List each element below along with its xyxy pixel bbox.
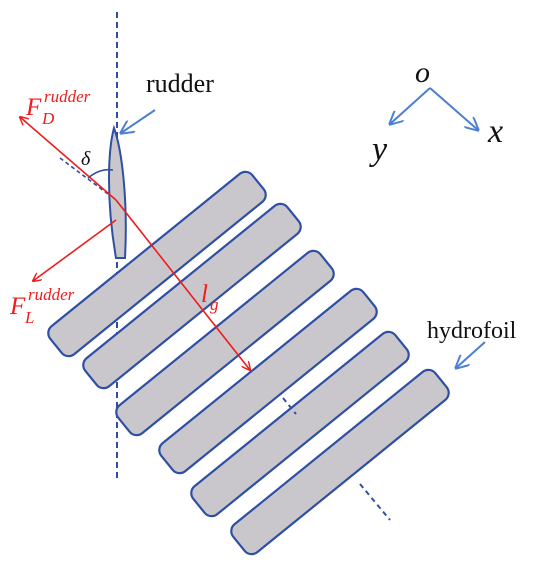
lift-force-sup: rudder xyxy=(28,285,75,304)
hydrofoil-5 xyxy=(190,330,410,518)
distance-sub: g xyxy=(210,295,219,314)
rudder-foil xyxy=(108,124,127,259)
hydrofoil-1 xyxy=(47,170,267,358)
angle-label: δ xyxy=(81,148,91,170)
origin-label: o xyxy=(415,56,430,89)
hydrofoil-pointer-arrow xyxy=(456,341,486,368)
drag-direction-dashed xyxy=(59,157,117,201)
angle-arc xyxy=(87,168,114,179)
axis-x-arrow xyxy=(429,87,478,130)
drag-force-sup: rudder xyxy=(44,87,91,106)
rudder-label: rudder xyxy=(146,69,214,98)
distance-label: l xyxy=(201,281,208,308)
axis-y-arrow xyxy=(390,87,431,124)
hydrofoil-6 xyxy=(230,368,450,556)
drag-force-label: F xyxy=(25,94,42,121)
drag-force-arrow xyxy=(20,117,117,201)
stack-centerline-upper xyxy=(282,397,297,415)
axis-y-label: y xyxy=(369,131,388,168)
lift-force-sub: L xyxy=(24,308,34,327)
drag-force-base: F xyxy=(25,94,42,121)
hydrofoil-label: hydrofoil xyxy=(427,318,517,344)
axis-x-label: x xyxy=(487,113,503,150)
stack-centerline-lower xyxy=(359,483,391,521)
lift-force-label: F xyxy=(9,293,26,320)
lift-force-base: F xyxy=(9,293,26,320)
distance-arrow xyxy=(115,199,250,370)
rudder-pointer-arrow xyxy=(121,109,156,133)
hydrofoil-4 xyxy=(158,287,378,475)
drag-force-sub: D xyxy=(41,109,55,128)
lift-force-arrow xyxy=(33,219,117,281)
hydrofoil-3 xyxy=(115,249,335,437)
hydrofoil-stack xyxy=(47,170,450,556)
